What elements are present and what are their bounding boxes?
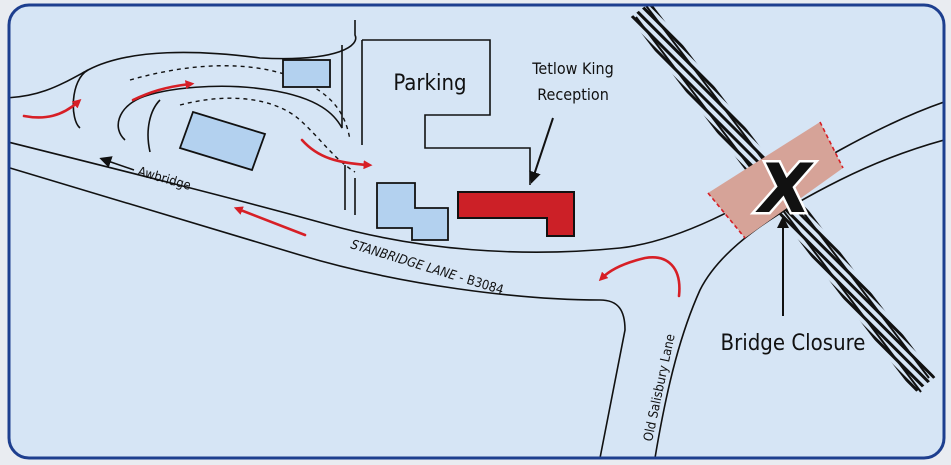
red-arrow-icon <box>131 80 195 102</box>
access-loop-inner-edge <box>117 45 343 141</box>
bridge-closure-label: Bridge Closure <box>721 331 866 356</box>
access-loop-island-edge <box>147 99 161 153</box>
stanbridge-lane-south-edge-east <box>654 139 944 458</box>
bridge-edge-east <box>819 121 844 169</box>
black-arrow-icon <box>529 117 554 184</box>
stanbridge-lane-south-edge-west <box>9 164 626 458</box>
stanbridge-lane-north-edge <box>9 101 944 253</box>
bridge-area <box>708 122 843 238</box>
reception-building <box>457 191 575 237</box>
map-frame-border <box>7 3 946 460</box>
road-edge-north <box>9 20 357 99</box>
red-arrow-icon <box>598 256 681 298</box>
building-west <box>178 110 267 172</box>
red-arrow-icon <box>233 206 307 237</box>
reception-label-line2: Reception <box>537 85 609 104</box>
parking-label: Parking <box>393 71 466 96</box>
reception-label-line1: Tetlow King <box>531 59 613 78</box>
parking-area-outline <box>362 39 531 185</box>
building-east <box>376 182 449 241</box>
red-arrow-icon <box>300 138 373 170</box>
red-arrow-icon <box>22 99 82 119</box>
bridge-edge-west <box>707 192 746 239</box>
x-closure-icon: X <box>755 150 815 229</box>
building-north <box>282 59 331 88</box>
access-stub <box>344 165 356 215</box>
black-arrow-icon <box>99 156 135 171</box>
internal-road-dashed-south <box>179 97 356 173</box>
